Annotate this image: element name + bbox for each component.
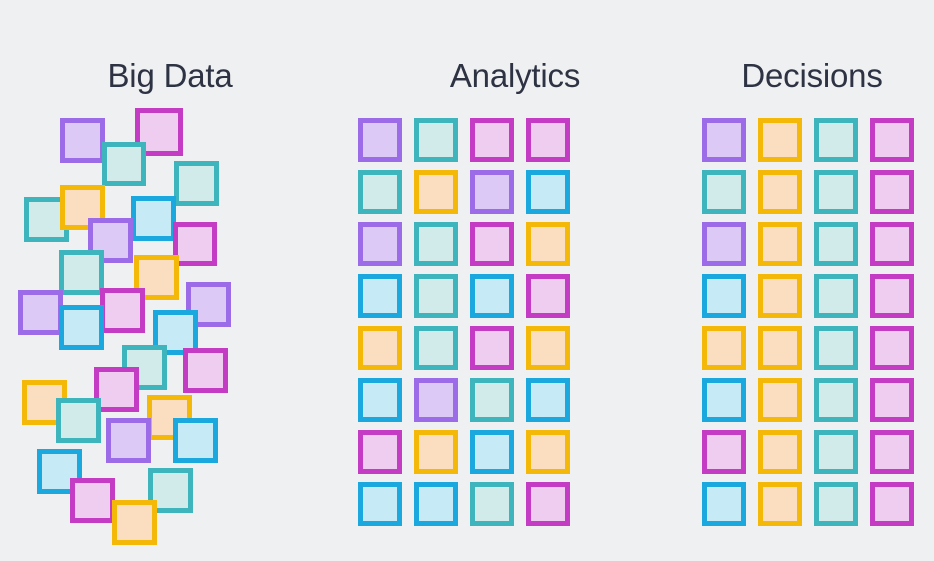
grid-cell-orange [758, 378, 802, 422]
data-square-purple [18, 290, 63, 335]
grid-cell-magenta [702, 430, 746, 474]
grid-cell-teal [814, 118, 858, 162]
grid-cell-orange [526, 430, 570, 474]
grid-cell-orange [758, 430, 802, 474]
data-square-magenta [173, 222, 217, 266]
grid-cell-purple [358, 222, 402, 266]
grid-cell-magenta [870, 378, 914, 422]
grid-cell-teal [470, 482, 514, 526]
grid-cell-teal [414, 118, 458, 162]
grid-cell-magenta [870, 482, 914, 526]
grid-cell-teal [814, 274, 858, 318]
grid-cell-magenta [470, 222, 514, 266]
grid-cell-orange [414, 430, 458, 474]
grid-cell-magenta [870, 222, 914, 266]
grid-cell-magenta [526, 118, 570, 162]
grid-cell-orange [758, 222, 802, 266]
grid-cell-blue [702, 274, 746, 318]
grid-cell-magenta [870, 170, 914, 214]
grid-cell-teal [814, 378, 858, 422]
grid-cell-magenta [870, 430, 914, 474]
data-square-teal [56, 398, 101, 443]
data-square-teal [102, 142, 146, 186]
grid-cell-magenta [526, 482, 570, 526]
grid-cell-orange [758, 118, 802, 162]
grid-cell-magenta [358, 430, 402, 474]
grid-cell-blue [358, 482, 402, 526]
data-square-blue [153, 310, 198, 355]
data-square-teal [59, 250, 104, 295]
grid-cell-teal [358, 170, 402, 214]
grid-cell-teal [814, 430, 858, 474]
grid-cell-orange [758, 482, 802, 526]
grid-cell-purple [414, 378, 458, 422]
grid-cell-magenta [470, 118, 514, 162]
grid-cell-blue [358, 378, 402, 422]
data-square-purple [186, 282, 231, 327]
data-square-magenta [183, 348, 228, 393]
grid-cell-blue [702, 378, 746, 422]
data-square-purple [60, 118, 105, 163]
grid-cell-teal [414, 274, 458, 318]
panel-title-analytics: Analytics [449, 57, 581, 95]
grid-cell-orange [702, 326, 746, 370]
data-square-purple [106, 418, 151, 463]
data-square-teal [174, 161, 219, 206]
data-square-blue [173, 418, 218, 463]
grid-cell-blue [358, 274, 402, 318]
grid-cell-purple [702, 118, 746, 162]
grid-cell-orange [758, 170, 802, 214]
panel-big-data: Big Data [0, 0, 340, 561]
grid-cell-orange [758, 274, 802, 318]
grid-cell-orange [414, 170, 458, 214]
data-square-orange [134, 255, 179, 300]
grid-cell-teal [814, 170, 858, 214]
grid-cell-teal [702, 170, 746, 214]
data-square-blue [131, 196, 176, 241]
grid-cell-magenta [470, 326, 514, 370]
grid-cell-orange [758, 326, 802, 370]
grid-cell-teal [814, 482, 858, 526]
grid-cell-teal [814, 326, 858, 370]
data-square-magenta [100, 288, 145, 333]
grid-cell-teal [414, 222, 458, 266]
grid-cell-blue [526, 378, 570, 422]
data-square-blue [59, 305, 104, 350]
grid-cell-teal [470, 378, 514, 422]
grid-cell-orange [526, 326, 570, 370]
grid-cell-purple [702, 222, 746, 266]
grid-cell-magenta [870, 274, 914, 318]
grid-cell-orange [526, 222, 570, 266]
grid-cell-orange [358, 326, 402, 370]
grid-cell-blue [470, 274, 514, 318]
grid-cell-purple [358, 118, 402, 162]
grid-cell-blue [470, 430, 514, 474]
data-square-orange [112, 500, 157, 545]
grid-cell-blue [526, 170, 570, 214]
data-square-magenta [94, 367, 139, 412]
grid-cell-magenta [526, 274, 570, 318]
panel-analytics: Analytics [340, 0, 690, 561]
panel-title-big-data: Big Data [107, 57, 233, 95]
panel-decisions: Decisions [690, 0, 934, 561]
grid-cell-magenta [870, 118, 914, 162]
grid-cell-teal [814, 222, 858, 266]
grid-cell-teal [414, 326, 458, 370]
data-square-orange [147, 395, 192, 440]
data-square-magenta [70, 478, 115, 523]
panel-title-decisions: Decisions [741, 57, 883, 95]
grid-cell-blue [702, 482, 746, 526]
grid-cell-purple [470, 170, 514, 214]
grid-cell-magenta [870, 326, 914, 370]
grid-cell-blue [414, 482, 458, 526]
